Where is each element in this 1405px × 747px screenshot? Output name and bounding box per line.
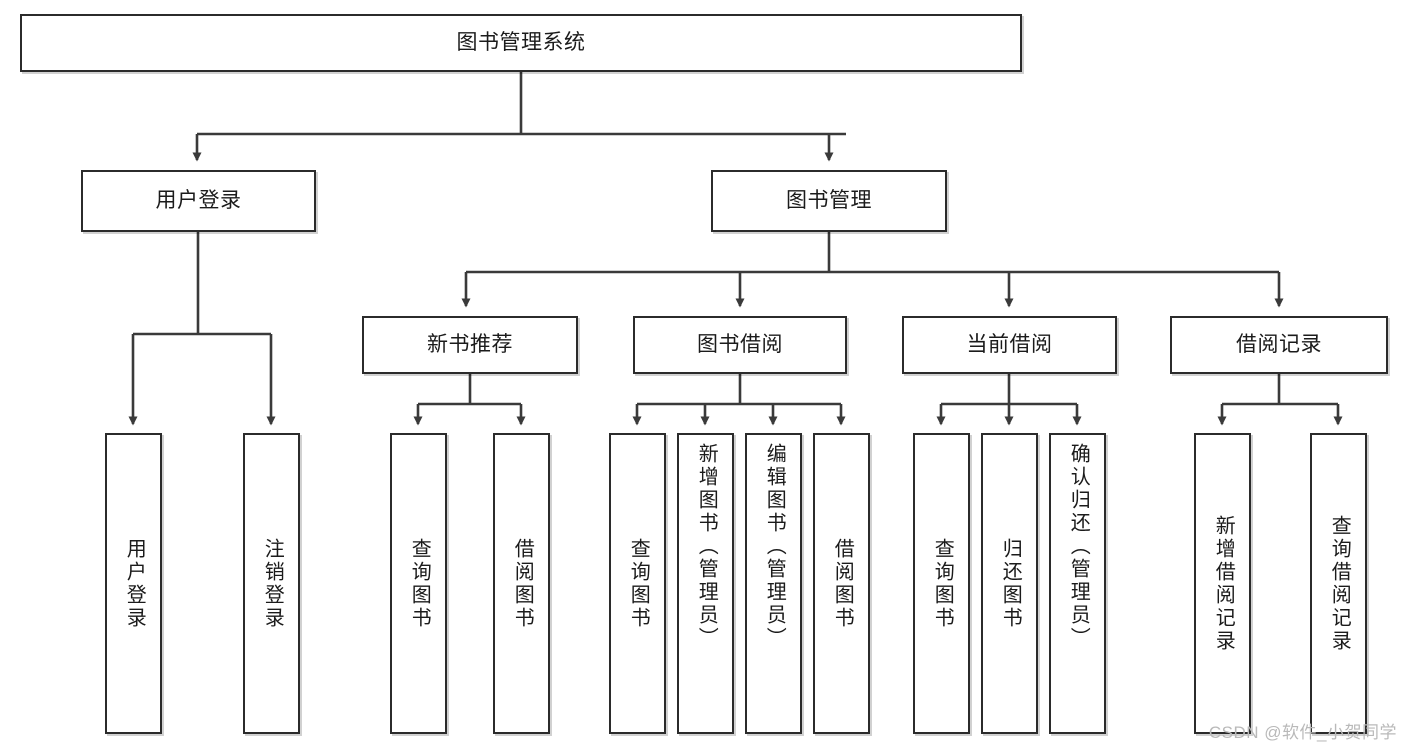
- node-label: 查询图书: [408, 537, 431, 630]
- leaf-current-query-books[interactable]: 查询图书: [913, 433, 970, 734]
- leaf-borrow-edit-book-admin[interactable]: 编辑图书（管理员）: [745, 433, 802, 734]
- node-label: 新增图书（管理员）: [695, 443, 718, 650]
- leaf-record-query-borrow-record[interactable]: 查询借阅记录: [1310, 433, 1367, 734]
- leaf-user-login-login[interactable]: 用户登录: [105, 433, 162, 734]
- leaf-borrow-query-books[interactable]: 查询图书: [609, 433, 666, 734]
- leaf-user-login-logout[interactable]: 注销登录: [243, 433, 300, 734]
- node-label: 归还图书: [999, 537, 1022, 630]
- node-label: 用户登录: [155, 188, 242, 212]
- node-label: 注销登录: [261, 537, 284, 630]
- node-label: 查询图书: [627, 537, 650, 630]
- node-label: 图书管理系统: [456, 30, 586, 54]
- node-label: 图书管理: [786, 188, 872, 212]
- leaf-current-confirm-return-admin[interactable]: 确认归还（管理员）: [1049, 433, 1106, 734]
- node-current-borrow[interactable]: 当前借阅: [902, 316, 1117, 374]
- node-label: 借阅图书: [831, 537, 854, 630]
- node-book-management[interactable]: 图书管理: [711, 170, 947, 232]
- leaf-new-book-borrow-books[interactable]: 借阅图书: [493, 433, 550, 734]
- node-new-book-recommend[interactable]: 新书推荐: [362, 316, 578, 374]
- node-label: 查询借阅记录: [1328, 514, 1351, 653]
- leaf-current-return-books[interactable]: 归还图书: [981, 433, 1038, 734]
- node-label: 图书借阅: [697, 332, 783, 356]
- node-book-borrow[interactable]: 图书借阅: [633, 316, 847, 374]
- node-label: 新增借阅记录: [1212, 514, 1235, 653]
- leaf-borrow-add-book-admin[interactable]: 新增图书（管理员）: [677, 433, 734, 734]
- node-label: 编辑图书（管理员）: [763, 443, 786, 650]
- node-user-login[interactable]: 用户登录: [81, 170, 316, 232]
- node-label: 用户登录: [123, 537, 146, 630]
- leaf-new-book-query-books[interactable]: 查询图书: [390, 433, 447, 734]
- node-label: 借阅记录: [1236, 332, 1322, 356]
- node-root-book-management-system[interactable]: 图书管理系统: [20, 14, 1022, 72]
- leaf-borrow-borrow-books[interactable]: 借阅图书: [813, 433, 870, 734]
- node-label: 查询图书: [931, 537, 954, 630]
- node-borrow-record[interactable]: 借阅记录: [1170, 316, 1388, 374]
- node-label: 借阅图书: [511, 537, 534, 630]
- node-label: 当前借阅: [966, 332, 1053, 356]
- leaf-record-add-borrow-record[interactable]: 新增借阅记录: [1194, 433, 1251, 734]
- node-label: 新书推荐: [427, 332, 513, 356]
- node-label: 确认归还（管理员）: [1067, 443, 1090, 650]
